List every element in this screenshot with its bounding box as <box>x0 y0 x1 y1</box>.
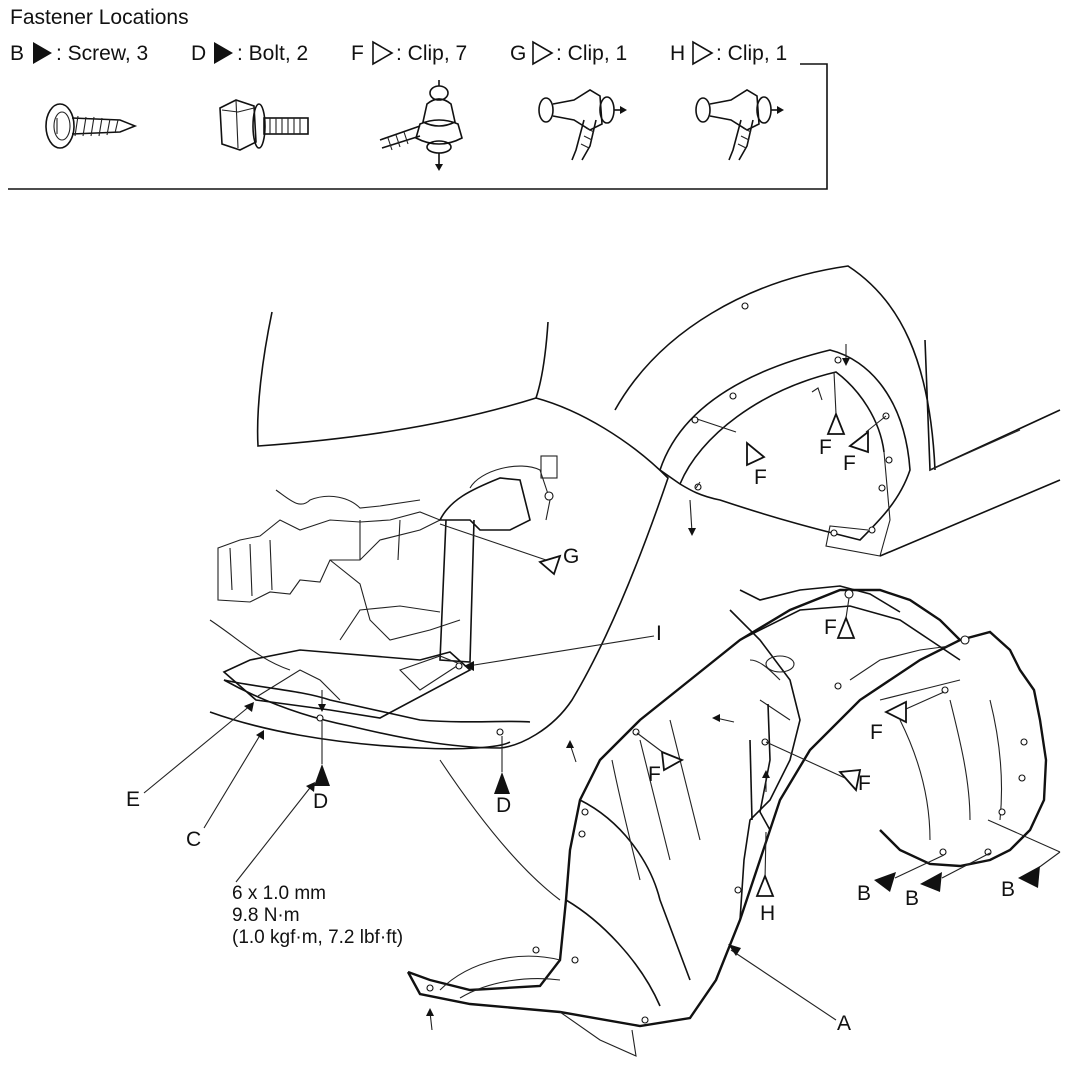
open-triangle-icon <box>660 750 685 772</box>
open-triangle-icon <box>538 554 562 576</box>
motion-arrows <box>318 344 850 1031</box>
legend-title: Fastener Locations <box>10 6 189 29</box>
callout-g: G <box>563 545 579 568</box>
callout-a: A <box>837 1012 851 1035</box>
legend-desc-clip-f: : Clip, 7 <box>396 42 467 65</box>
clip-g-icon <box>538 89 627 161</box>
callout-h: H <box>760 902 775 925</box>
torque-spec: 6 x 1.0 mm 9.8 N·m (1.0 kgf·m, 7.2 lbf·f… <box>232 883 403 948</box>
callout-c: C <box>186 828 201 851</box>
open-triangle-icon <box>755 873 775 897</box>
torque-newton: 9.8 N·m <box>232 905 300 926</box>
filled-triangle-icon <box>314 764 330 786</box>
callout-f-2: F <box>819 436 832 459</box>
legend-letter-d: D <box>191 42 206 65</box>
engine-bay <box>209 455 558 736</box>
hood-outline <box>256 311 537 447</box>
fastener-legend: Fastener Locations B : Screw, 3 D : Bolt… <box>8 6 828 190</box>
callout-f-6: F <box>858 772 871 795</box>
open-triangle-icon <box>836 615 856 639</box>
fender-liner-a <box>406 585 1048 1057</box>
callout-b-3: B <box>1001 878 1015 901</box>
legend-desc-bolt: : Bolt, 2 <box>237 42 308 65</box>
legend-letter-g: G <box>510 42 526 65</box>
bolt-icon <box>219 99 309 151</box>
callout-f-5: F <box>870 721 883 744</box>
callout-e: E <box>126 788 140 811</box>
legend-letter-h: H <box>670 42 685 65</box>
legend-item-clip-g: G : Clip, 1 <box>510 40 627 66</box>
filled-triangle-icon <box>920 872 942 892</box>
torque-size: 6 x 1.0 mm <box>232 883 326 904</box>
legend-letter-f: F <box>351 42 364 65</box>
callout-b-2: B <box>905 887 919 910</box>
callout-d-2: D <box>496 794 511 817</box>
legend-desc-clip-h: : Clip, 1 <box>716 42 787 65</box>
open-triangle-icon <box>883 700 907 724</box>
open-triangle-icon <box>848 430 869 454</box>
legend-frame <box>8 63 828 190</box>
open-triangle-icon <box>746 441 766 467</box>
clip-f-icon <box>379 80 463 171</box>
open-triangle-icon <box>838 768 862 792</box>
filled-triangle-icon <box>1018 866 1040 888</box>
callout-f-7: F <box>648 763 661 786</box>
clip-h-icon <box>695 89 784 161</box>
callout-f-4: F <box>824 616 837 639</box>
legend-desc-clip-g: : Clip, 1 <box>556 42 627 65</box>
callout-i: I <box>656 622 662 645</box>
legend-item-clip-f: F : Clip, 7 <box>351 40 467 66</box>
fender-outline <box>614 265 936 471</box>
legend-item-bolt: D : Bolt, 2 <box>191 42 308 65</box>
legend-item-screw: B : Screw, 3 <box>10 42 148 65</box>
open-triangle-icon <box>532 40 554 66</box>
filled-triangle-icon <box>214 42 233 64</box>
open-triangle-icon <box>692 40 714 66</box>
callout-f-3: F <box>843 452 856 475</box>
callout-d-1: D <box>313 790 328 813</box>
vehicle-body <box>209 265 1061 901</box>
callout-f-1: F <box>754 466 767 489</box>
filled-triangle-icon <box>494 772 510 794</box>
legend-item-clip-h: H : Clip, 1 <box>670 40 787 66</box>
filled-triangle-icon <box>874 872 896 892</box>
filled-triangle-icon <box>33 42 52 64</box>
callout-b-1: B <box>857 882 871 905</box>
legend-letter-b: B <box>10 42 24 65</box>
torque-imperial: (1.0 kgf·m, 7.2 lbf·ft) <box>232 927 403 948</box>
open-triangle-icon <box>826 411 846 435</box>
legend-desc-screw: : Screw, 3 <box>56 42 148 65</box>
leader-lines <box>143 371 1061 1021</box>
callout-markers: F F F F F F F G H I D D E C A B <box>126 411 1040 1035</box>
screw-icon <box>45 103 138 149</box>
open-triangle-icon <box>372 40 394 66</box>
